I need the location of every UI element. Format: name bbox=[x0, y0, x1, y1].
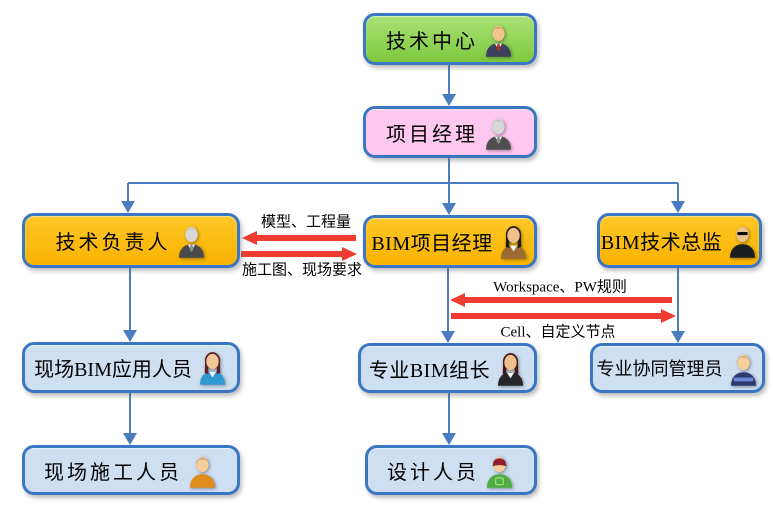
person-head bbox=[736, 354, 750, 370]
flow-label-workspace-pw-rules: Workspace、PW规则 bbox=[493, 279, 627, 296]
male-sunglasses-icon bbox=[727, 223, 758, 258]
person-body bbox=[487, 473, 512, 488]
person-body bbox=[199, 371, 225, 385]
node-label: 技术中心 bbox=[386, 30, 478, 53]
node-tech-center: 技术中心 bbox=[363, 13, 537, 65]
person-head bbox=[506, 227, 520, 244]
connector-arrowhead bbox=[671, 331, 685, 343]
shirt-collar bbox=[208, 371, 217, 378]
male-suit-gray-icon bbox=[176, 223, 207, 258]
flow-label-drawings-site-req: 施工图、现场要求 bbox=[241, 262, 363, 279]
sunglasses bbox=[737, 232, 748, 236]
female-black-suit-icon bbox=[495, 351, 526, 386]
node-label: 现场施工人员 bbox=[44, 461, 182, 484]
person-head bbox=[504, 354, 517, 370]
person-head bbox=[492, 118, 505, 134]
node-tech-director: 技术负责人 bbox=[22, 213, 240, 268]
node-label: BIM技术总监 bbox=[600, 232, 723, 254]
node-pro-collab-admin: 专业协同管理员 bbox=[590, 343, 765, 393]
person-head bbox=[492, 25, 505, 41]
person-head bbox=[206, 353, 219, 370]
node-bim-project-manager: BIM项目经理 bbox=[363, 215, 537, 268]
node-label: 专业BIM组长 bbox=[368, 359, 491, 382]
sweater-stripe bbox=[733, 377, 753, 381]
flow-label-model-quantity: 模型、工程量 bbox=[260, 214, 352, 231]
connector-arrowhead bbox=[441, 331, 455, 343]
chest-badge bbox=[494, 476, 505, 485]
node-label: BIM项目经理 bbox=[371, 233, 493, 255]
node-project-manager: 项目经理 bbox=[363, 106, 537, 158]
connector-arrowhead bbox=[442, 94, 456, 106]
tie bbox=[496, 43, 501, 51]
connector-arrowhead bbox=[442, 433, 456, 445]
person-head bbox=[184, 226, 198, 243]
node-bim-tech-supervisor: BIM技术总监 bbox=[597, 213, 762, 268]
node-label: 专业协同管理员 bbox=[596, 359, 723, 379]
flow-label-cell-custom-nodes: Cell、自定义节点 bbox=[500, 324, 616, 341]
node-label: 技术负责人 bbox=[55, 232, 171, 254]
connector-arrowhead bbox=[671, 201, 685, 213]
node-label: 项目经理 bbox=[386, 123, 478, 146]
person-body bbox=[730, 244, 756, 258]
male-suit-gray-icon bbox=[483, 115, 514, 150]
female-blue-top-icon bbox=[197, 350, 228, 385]
connector-arrowhead bbox=[123, 433, 137, 445]
person-body bbox=[190, 473, 215, 488]
tie bbox=[496, 136, 501, 144]
node-site-construction: 现场施工人员 bbox=[22, 445, 240, 495]
node-designers: 设计人员 bbox=[365, 445, 537, 495]
node-pro-bim-leader: 专业BIM组长 bbox=[358, 343, 537, 393]
connector-arrowhead bbox=[121, 201, 135, 213]
node-label: 现场BIM应用人员 bbox=[34, 359, 192, 381]
male-red-cap-green-shirt-icon bbox=[484, 453, 515, 488]
male-suit-red-tie-icon bbox=[483, 22, 514, 57]
person-head bbox=[196, 456, 209, 472]
male-orange-shirt-icon bbox=[187, 453, 218, 488]
person-body bbox=[500, 245, 526, 259]
connector-arrowhead bbox=[123, 330, 137, 342]
cap bbox=[492, 457, 507, 466]
shirt-collar bbox=[509, 245, 517, 252]
male-striped-sweater-icon bbox=[728, 351, 759, 386]
person-body bbox=[498, 371, 524, 386]
female-black-hair-icon bbox=[498, 224, 529, 259]
shirt-collar bbox=[507, 372, 515, 378]
node-site-bim-staff: 现场BIM应用人员 bbox=[22, 342, 240, 393]
flow-arrow-left bbox=[242, 231, 356, 245]
tie bbox=[189, 244, 193, 253]
connector-arrowhead bbox=[442, 203, 456, 215]
node-label: 设计人员 bbox=[387, 461, 479, 484]
